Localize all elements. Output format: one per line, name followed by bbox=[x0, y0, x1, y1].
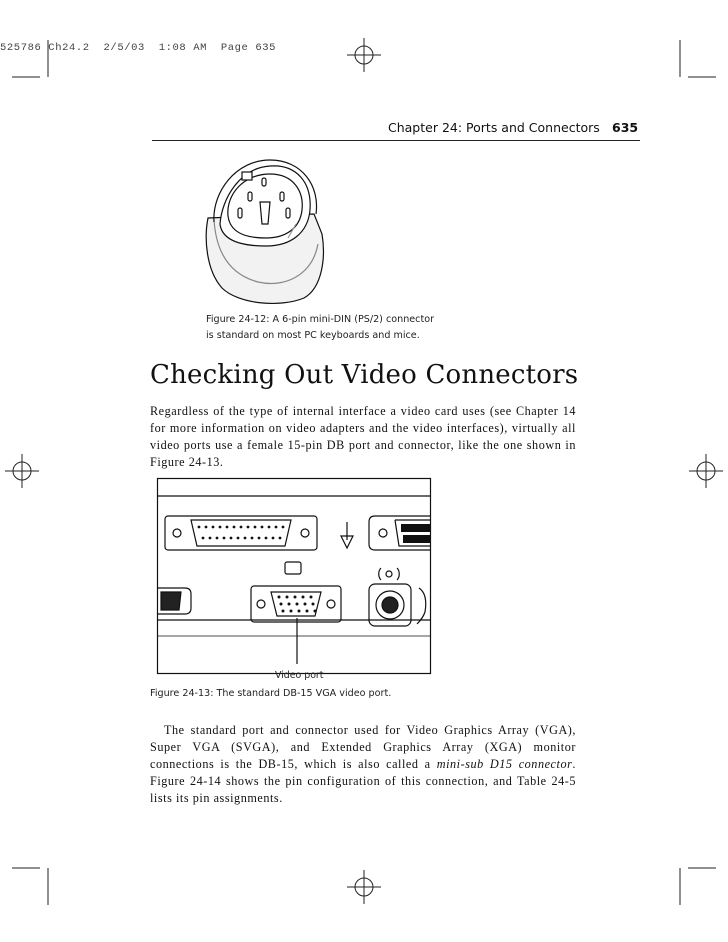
monitor-icon bbox=[284, 561, 302, 575]
registration-mark-left bbox=[5, 454, 39, 488]
serial-port-shape bbox=[368, 515, 431, 551]
running-head-chapter-title: Chapter 24: Ports and Connectors bbox=[388, 120, 600, 135]
section-heading: Checking Out Video Connectors bbox=[150, 360, 579, 390]
paragraph-2-text-after: . Figure 24-14 shows the pin configurati… bbox=[150, 757, 576, 805]
figure-24-12-caption-line-2: is standard on most PC keyboards and mic… bbox=[206, 330, 420, 341]
page-number: 635 bbox=[612, 120, 639, 135]
figure-24-13-caption: Figure 24-13: The standard DB-15 VGA vid… bbox=[150, 688, 392, 699]
vga-db15-port-shape bbox=[250, 585, 342, 623]
paragraph-2-text-before: The standard port and connector used for… bbox=[150, 723, 576, 771]
section-paragraph-2: The standard port and connector used for… bbox=[150, 722, 576, 807]
section-paragraph-1: Regardless of the type of internal inter… bbox=[150, 403, 576, 471]
figure-24-12-caption: Figure 24-12: A 6-pin mini-DIN (PS/2) co… bbox=[206, 312, 434, 344]
audio-icon bbox=[378, 567, 400, 581]
vga-port-panel-illustration bbox=[156, 477, 432, 675]
paragraph-2-text: The standard port and connector used for… bbox=[150, 722, 576, 807]
figure-24-12-caption-line-1: Figure 24-12: A 6-pin mini-DIN (PS/2) co… bbox=[206, 314, 435, 325]
registration-mark-right bbox=[689, 454, 723, 488]
running-head-rule bbox=[152, 140, 640, 141]
left-port-shape bbox=[157, 587, 192, 615]
paragraph-1-text: Regardless of the type of internal inter… bbox=[150, 404, 576, 469]
figure-frame bbox=[156, 477, 432, 675]
printer-slug-line: 525786 Ch24.2 2/5/03 1:08 AM Page 635 bbox=[0, 42, 277, 54]
parallel-port-shape bbox=[164, 515, 318, 551]
registration-mark-bottom bbox=[347, 870, 381, 904]
registration-mark-top bbox=[347, 38, 381, 72]
audio-jack-shape bbox=[368, 583, 427, 627]
ps2-connector-illustration bbox=[205, 159, 325, 305]
port-symbol-icon bbox=[340, 522, 354, 550]
paragraph-2-emphasis: mini-sub D15 connector bbox=[436, 757, 573, 771]
video-port-callout-label: Video port bbox=[275, 670, 324, 681]
